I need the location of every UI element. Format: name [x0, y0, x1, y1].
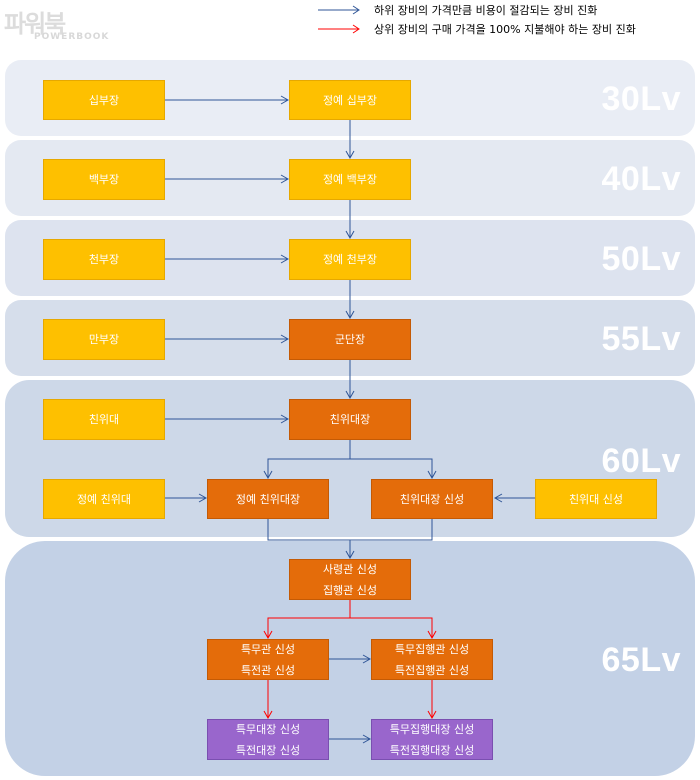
node-baekbujang: 백부장: [43, 159, 165, 200]
site-logo: 파워북 POWERBOOK: [4, 10, 110, 42]
legend-blue-text: 하위 장비의 가격만큼 비용이 절감되는 장비 진화: [374, 4, 598, 17]
level-label-50: 50Lv: [601, 240, 681, 278]
level-label-55: 55Lv: [601, 320, 681, 358]
blue-arrow-icon: [318, 5, 360, 15]
node-chinwidae-sinseong: 친위대 신성: [535, 479, 657, 519]
node-jeongye-chinwidaejang: 정예 친위대장: [207, 479, 329, 519]
level-label-30: 30Lv: [601, 80, 681, 118]
node-jeongye-sipbujang: 정예 십부장: [289, 80, 411, 120]
node-sipbujang: 십부장: [43, 80, 165, 120]
legend-red: 상위 장비의 구매 가격을 100% 지불해야 하는 장비 진화: [318, 21, 636, 37]
level-label-60: 60Lv: [601, 442, 681, 480]
legend-red-text: 상위 장비의 구매 가격을 100% 지불해야 하는 장비 진화: [374, 23, 636, 36]
level-label-65: 65Lv: [601, 641, 681, 679]
node-cheonbujang: 천부장: [43, 239, 165, 280]
node-manbujang: 만부장: [43, 319, 165, 360]
node-jeongye-cheonbujang: 정예 천부장: [289, 239, 411, 280]
legend-blue: 하위 장비의 가격만큼 비용이 절감되는 장비 진화: [318, 2, 597, 18]
node-chinwidaejang-sinseong: 친위대장 신성: [371, 479, 493, 519]
level-label-40: 40Lv: [601, 160, 681, 198]
node-jeongye-baekbujang: 정예 백부장: [289, 159, 411, 200]
node-jeongye-chinwidae: 정예 친위대: [43, 479, 165, 519]
node-gundanjang: 군단장: [289, 319, 411, 360]
node-chinwidae: 친위대: [43, 399, 165, 440]
node-chinwidaejang: 친위대장: [289, 399, 411, 440]
red-arrow-icon: [318, 24, 360, 34]
